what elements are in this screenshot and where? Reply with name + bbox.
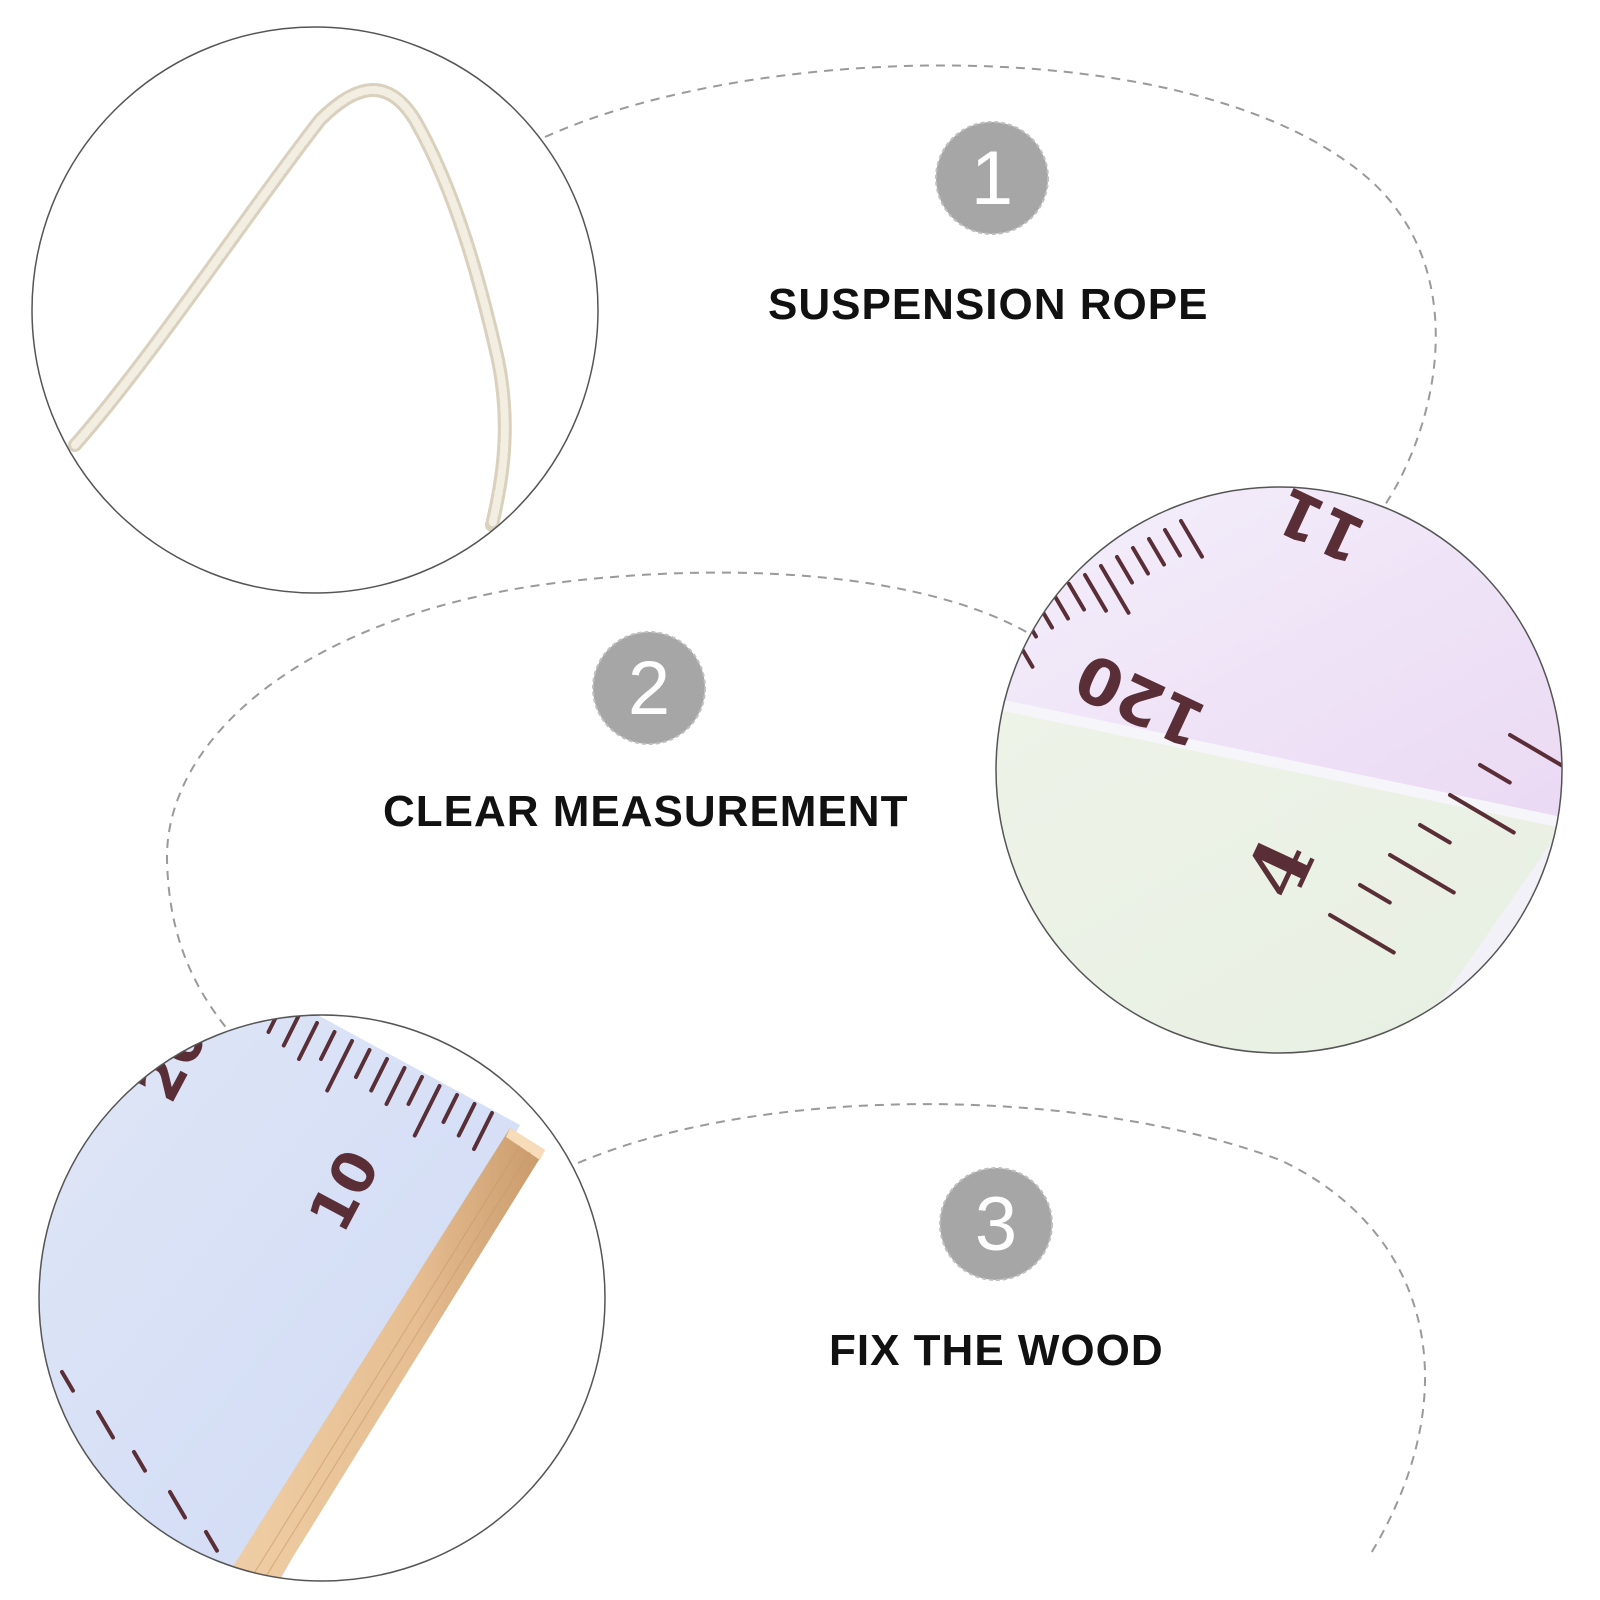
measurement-closeup-circle: 120 11 4 — [995, 486, 1563, 1054]
dashed-connector-lines — [165, 64, 1437, 1556]
step-number-3: 3 — [975, 1182, 1017, 1267]
step-badge-2: 2 — [592, 631, 706, 745]
ruler-tick — [1448, 793, 1516, 835]
ruler-tick — [1131, 546, 1150, 576]
ruler-tick — [1163, 528, 1182, 558]
dashed-line-bottom — [577, 1103, 1426, 1556]
ruler-tick — [456, 1102, 477, 1138]
ruler-tick — [1099, 564, 1131, 615]
wood-ruler-tick-marks — [60, 1015, 494, 1553]
ruler-tick — [297, 1021, 319, 1061]
ruler-tick — [1083, 573, 1108, 613]
ruler-tick — [168, 1490, 187, 1520]
wood-strip — [218, 1128, 545, 1581]
dashed-line-top — [544, 64, 1437, 506]
ruler-tick — [369, 1057, 389, 1093]
ruler-tick — [204, 1530, 219, 1553]
ruler-tick — [1328, 913, 1396, 955]
ruler-tick — [319, 1030, 337, 1061]
feature-title-suspension-rope: SUSPENSION ROPE — [768, 280, 1209, 329]
ruler-tick — [325, 1039, 354, 1093]
rope-closeup-circle — [31, 26, 599, 594]
feature-title-clear-measurement: CLEAR MEASUREMENT — [383, 787, 909, 836]
ruler-tick — [441, 1093, 459, 1124]
ruler-tick — [1478, 763, 1512, 785]
wood-closeup-circle: 20 10 — [38, 1014, 606, 1582]
step-badge-3: 3 — [939, 1167, 1053, 1281]
ruler-tick — [1115, 555, 1134, 585]
ruler-tick — [472, 1111, 494, 1151]
step-number-1: 1 — [971, 136, 1013, 221]
ruler-tick — [1067, 582, 1086, 612]
ruler-tick — [1019, 609, 1038, 639]
ruler-tick — [406, 1075, 424, 1106]
ruler-tick — [1418, 823, 1452, 845]
ruler-tick — [281, 1015, 302, 1048]
ruler-tick — [354, 1048, 372, 1079]
step-number-2: 2 — [628, 646, 670, 731]
ruler-tick — [132, 1450, 147, 1473]
ruler-tick — [60, 1370, 75, 1393]
ruler-tick — [384, 1066, 407, 1106]
ruler-tick — [1179, 519, 1204, 559]
ruler-tick — [1147, 537, 1166, 567]
ruler-tick-marks — [1003, 519, 1204, 669]
ruler-tick — [1388, 853, 1456, 895]
ruler-tick-marks-lower — [1328, 733, 1562, 955]
ruler-tick — [96, 1410, 115, 1440]
dashed-line-middle — [165, 571, 1041, 1036]
ruler-tick — [412, 1084, 442, 1138]
ruler-tick — [1358, 883, 1392, 905]
feature-title-fix-the-wood: FIX THE WOOD — [829, 1326, 1164, 1375]
step-badge-1: 1 — [935, 121, 1049, 235]
ruler-tick — [1508, 733, 1562, 775]
